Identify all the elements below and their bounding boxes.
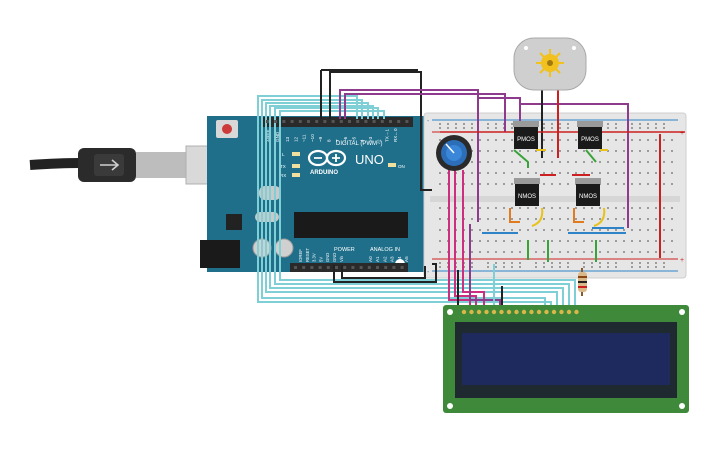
- nmos-transistor-left: NMOS: [514, 178, 540, 206]
- pin-label: IOREF: [298, 249, 303, 262]
- pin-label: RESET: [305, 248, 310, 262]
- pin-label: A1: [375, 256, 380, 262]
- pin-label: 2: [376, 139, 381, 142]
- lcd-pin: [559, 309, 564, 315]
- power-header-holes: [294, 266, 404, 269]
- aref-label: AREF: [266, 130, 271, 142]
- nmos-transistor-right: NMOS: [575, 178, 601, 206]
- lcd-pin: [574, 309, 579, 315]
- rail-minus-label: -: [427, 118, 430, 125]
- on-led-label: ON: [398, 164, 405, 169]
- pin-label: ~6: [343, 136, 348, 142]
- lcd-pin: [536, 309, 542, 315]
- pin-label: Vin: [339, 255, 344, 262]
- power-analog-header: [290, 263, 408, 272]
- pin-label: A4: [397, 256, 402, 262]
- mosfet-label: PMOS: [517, 137, 535, 143]
- pin-label: 4: [360, 139, 365, 142]
- analog-header-label: ANALOG IN: [370, 247, 400, 253]
- pin-label: A0: [368, 256, 373, 262]
- pin-label: GND: [325, 253, 330, 262]
- breadboard: + + - -: [423, 112, 687, 279]
- resistor-icon: [578, 272, 587, 292]
- lcd-pin-header: [461, 309, 579, 315]
- mosfet-label: NMOS: [518, 194, 536, 200]
- mosfet-label: NMOS: [579, 194, 597, 200]
- pin-label: RX←0: [393, 128, 398, 142]
- mosfet-label: PMOS: [581, 137, 599, 143]
- pin-label: 5V: [318, 257, 323, 262]
- lcd-display: [443, 305, 689, 413]
- rail-minus-label-bottom: -: [427, 269, 430, 276]
- pin-label: ~5: [351, 136, 356, 142]
- pmos-transistor-left: PMOS: [513, 121, 539, 149]
- motor-icon: [513, 37, 587, 91]
- pmos-transistor-right: PMOS: [577, 121, 603, 149]
- lcd-pin: [521, 309, 527, 315]
- lcd-pin: [551, 309, 557, 315]
- pin-label: ~3: [368, 136, 373, 142]
- lcd-pin: [499, 309, 504, 315]
- pin-label: GND: [332, 253, 337, 262]
- rx-led-label: RX: [280, 173, 286, 178]
- digital-header: [263, 117, 413, 127]
- pin-label: 13: [285, 136, 290, 142]
- lcd-pin: [506, 309, 512, 315]
- lcd-pin: [491, 309, 497, 315]
- power-header-label: POWER: [334, 247, 355, 253]
- digital-header-holes: [266, 120, 409, 123]
- digital-header-label: DIGITAL (PWM~): [336, 141, 383, 147]
- lcd-pin: [529, 309, 534, 315]
- brand-label: ARDUINO: [310, 170, 338, 176]
- lcd-pin: [566, 309, 572, 315]
- pin-label: 8: [327, 139, 332, 142]
- lcd-pin: [544, 309, 549, 315]
- pin-label: 12: [293, 136, 298, 142]
- model-label: UNO: [355, 152, 384, 167]
- atmega-chip: [294, 212, 408, 238]
- pin-label: 3.3V: [312, 253, 317, 262]
- pin-label: A5: [404, 256, 409, 262]
- rail-plus-label-bottom: +: [680, 257, 684, 264]
- pin-label: A3: [390, 256, 395, 262]
- lcd-pin: [461, 309, 467, 315]
- l-led-label: L: [282, 152, 285, 157]
- lcd-pin: [514, 309, 519, 315]
- potentiometer-icon[interactable]: [436, 135, 472, 171]
- pin-label: A2: [382, 256, 387, 262]
- tx-led-label: TX: [280, 164, 286, 169]
- arduino-uno-board: UNO ARDUINO DIGITAL (PWM~) POWER ANALOG …: [200, 116, 424, 272]
- lcd-pin: [469, 309, 474, 315]
- rail-plus-label: +: [680, 130, 684, 137]
- pin-label: ~10: [310, 134, 315, 142]
- lcd-screen: [462, 333, 670, 385]
- arduino-logo-icon: [307, 149, 347, 167]
- power-jack: [200, 240, 240, 268]
- gnd-label: GND: [275, 131, 280, 142]
- usb-plug-icon: [29, 145, 223, 185]
- lcd-pin: [476, 309, 482, 315]
- pin-label: TX→1: [385, 129, 390, 142]
- pin-label: 7: [335, 139, 340, 142]
- pin-label: ~11: [302, 134, 307, 142]
- lcd-pin: [484, 309, 489, 315]
- pin-label: ~9: [318, 136, 323, 142]
